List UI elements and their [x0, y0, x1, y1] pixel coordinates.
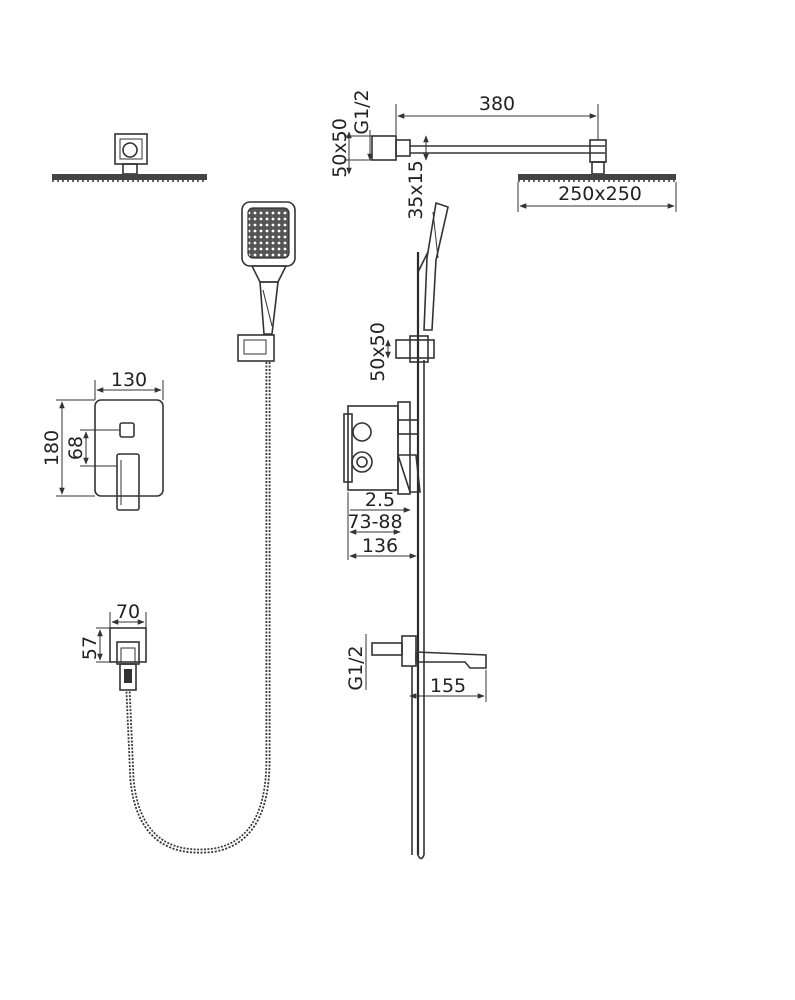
dim-plate-offset: 68 — [65, 429, 120, 467]
dim-spout-thread-label: G1/2 — [345, 645, 367, 690]
valve-trim-plate — [94, 399, 164, 511]
dim-valve-total: 136 — [349, 535, 417, 559]
riser-pipe — [416, 252, 425, 860]
dim-arm-thread-label: G1/2 — [351, 89, 373, 134]
hand-shower-hose — [125, 362, 271, 854]
dim-arm-length: 380 — [395, 93, 599, 140]
hand-shower-front — [241, 201, 296, 335]
hand-shower-bracket — [237, 334, 275, 362]
dim-head-size: 250x250 — [517, 182, 677, 212]
dim-spout-length-label: 155 — [430, 675, 466, 697]
dim-valve-total-label: 136 — [362, 535, 398, 557]
dim-arm-drop: 35x15 — [405, 135, 429, 220]
dim-outlet-height: 57 — [79, 627, 110, 663]
dim-spout-length: 155 — [409, 670, 487, 702]
dim-plate-offset-label: 68 — [65, 436, 87, 460]
dim-valve-range: 73-88 — [347, 492, 403, 560]
dim-valve-range-label: 73-88 — [347, 511, 402, 533]
dim-valve-min-label: 2.5 — [365, 489, 395, 511]
dim-spout-thread: G1/2 — [345, 634, 367, 691]
dim-arm-drop-label: 35x15 — [405, 160, 427, 220]
dim-head-size-label: 250x250 — [558, 183, 642, 205]
diverter-valve-body — [343, 401, 421, 495]
dim-plate-width-label: 130 — [111, 369, 147, 391]
dim-wall-flange-label: 50x50 — [329, 118, 351, 178]
hand-shower-side-view — [417, 201, 449, 331]
hose-outlet — [109, 627, 147, 691]
wall-arm-assembly — [371, 135, 676, 182]
dim-outlet-width: 70 — [109, 601, 147, 628]
dim-bracket-size: 50x50 — [367, 322, 391, 382]
dim-plate-width: 130 — [94, 369, 164, 400]
rain-head-side-view — [52, 133, 207, 182]
dim-plate-height: 180 — [41, 399, 95, 497]
dim-valve-min: 2.5 — [350, 489, 411, 513]
tub-spout — [371, 635, 487, 855]
dim-wall-flange: 50x50 — [329, 118, 372, 178]
dim-arm-thread: G1/2 — [351, 89, 373, 161]
slide-bracket-side — [395, 335, 435, 363]
dim-outlet-height-label: 57 — [79, 636, 101, 660]
dim-arm-length-label: 380 — [479, 93, 515, 115]
dim-plate-height-label: 180 — [41, 430, 63, 466]
dim-bracket-size-label: 50x50 — [367, 322, 389, 382]
dim-outlet-width-label: 70 — [116, 601, 140, 623]
